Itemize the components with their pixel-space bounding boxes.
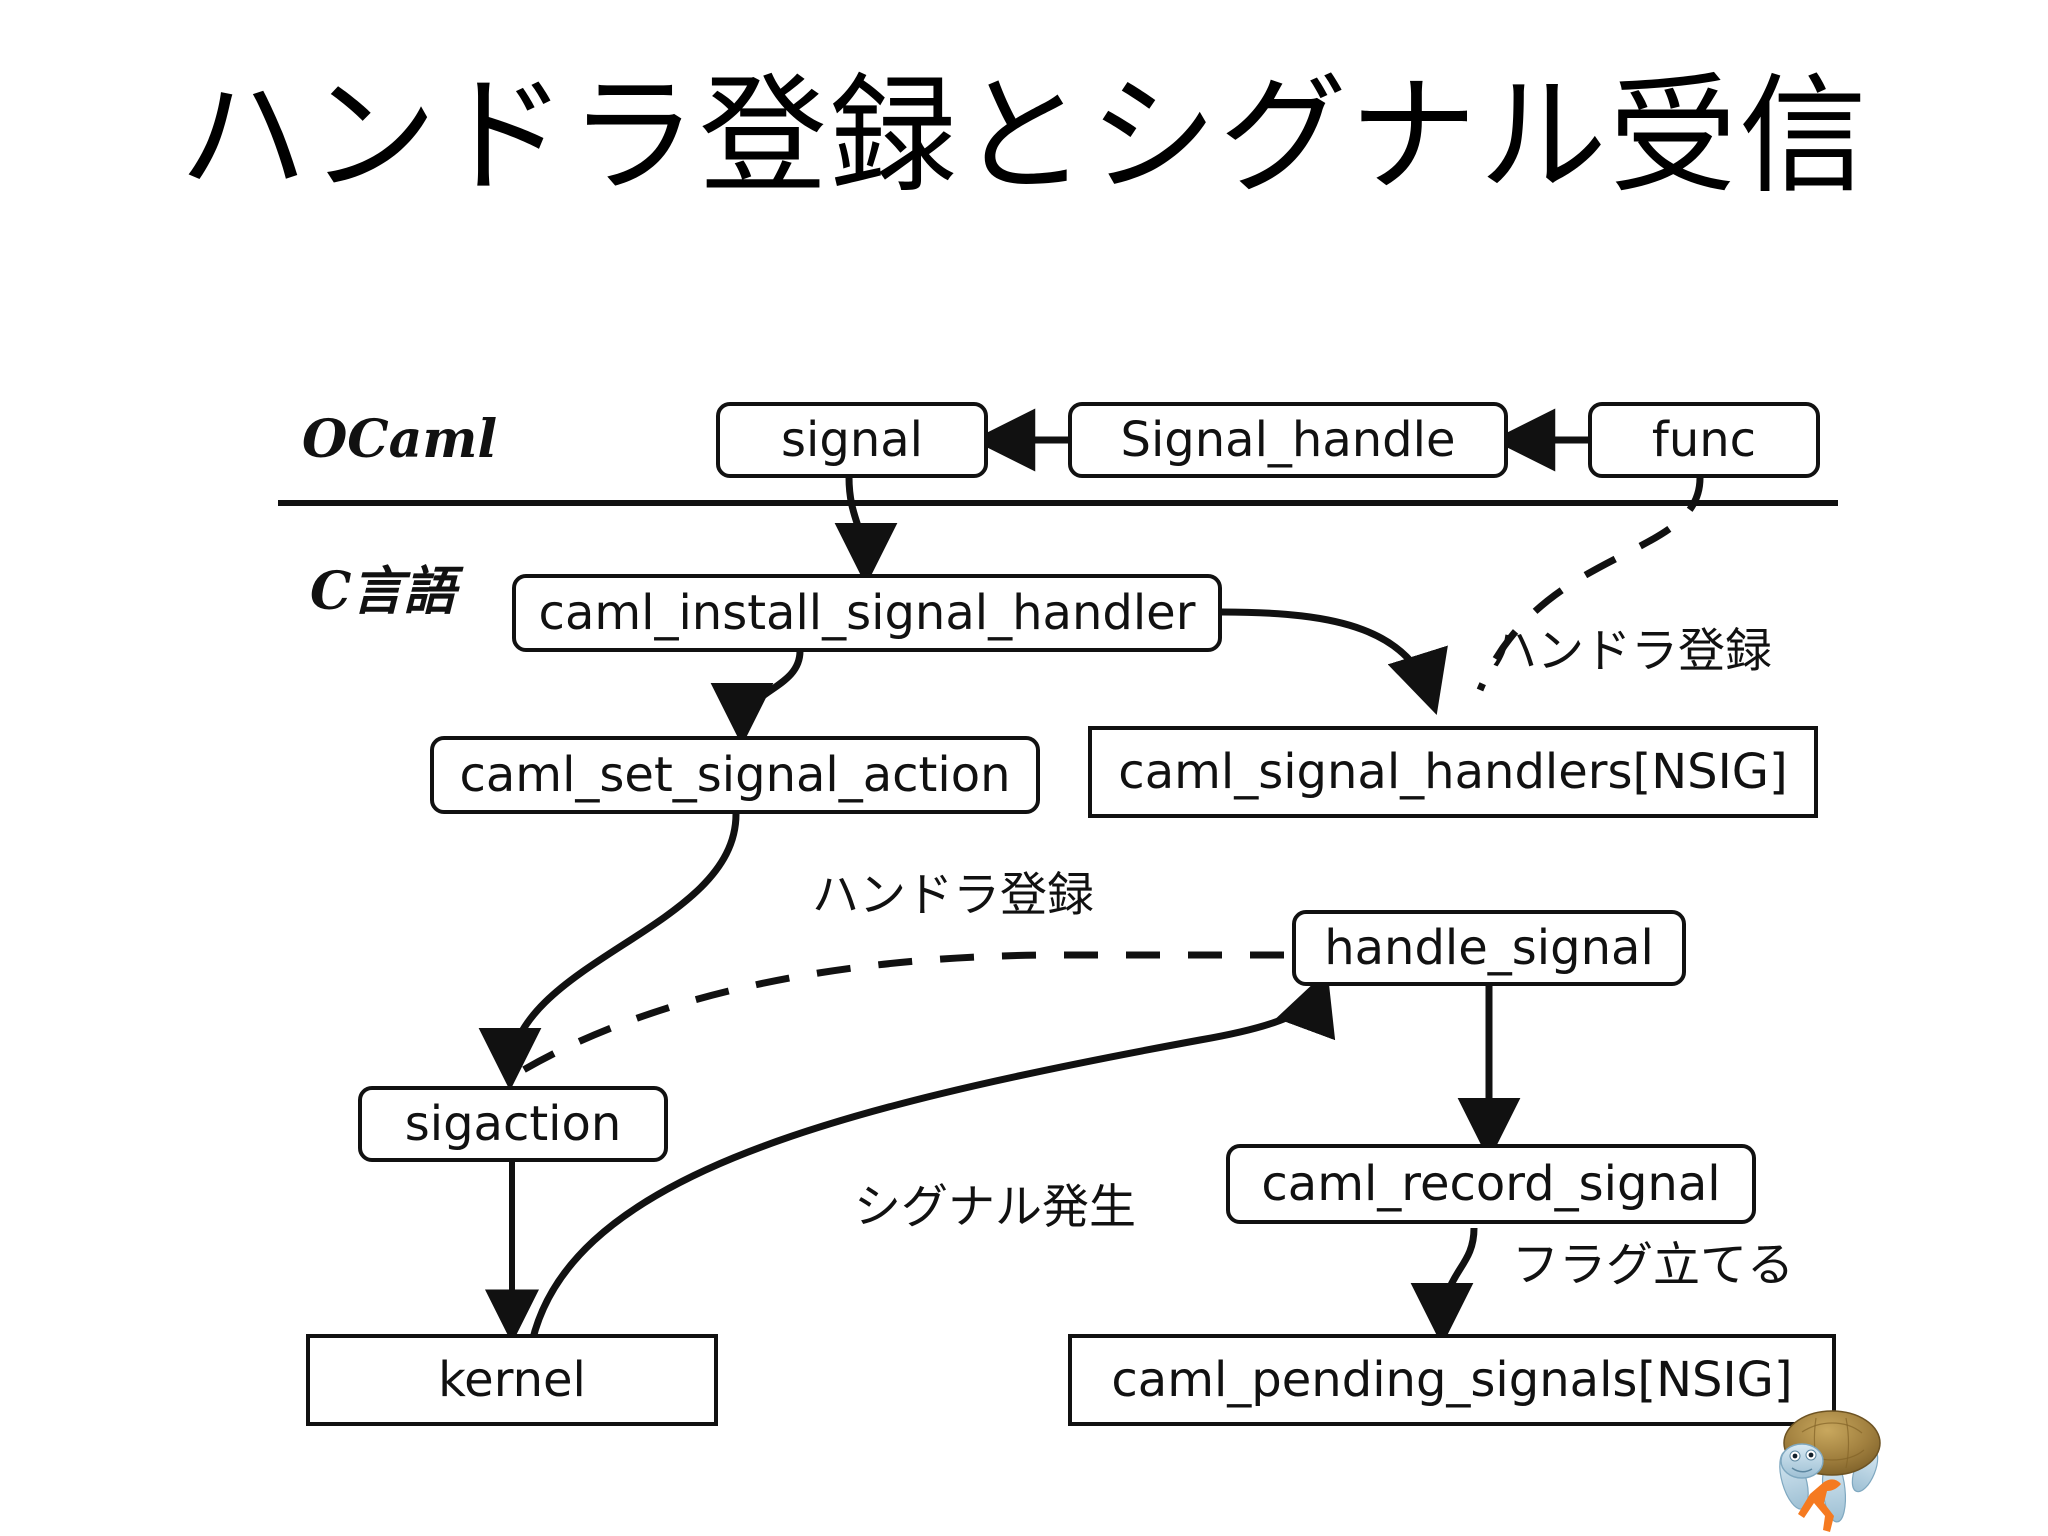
- node-caml-install-signal-handler[interactable]: caml_install_signal_handler: [512, 574, 1222, 652]
- node-kernel-label: kernel: [438, 1352, 586, 1408]
- edge-handle-signal-to-sigaction-dashed: [508, 951, 1284, 1081]
- edge-caml-install-to-handlers: [1221, 608, 1448, 716]
- edge-caml-install-to-set-action: [710, 650, 804, 746]
- edge-note-register-handler-2: ハンドラ登録: [812, 868, 1094, 923]
- node-caml-signal-handlers-label: caml_signal_handlers[NSIG]: [1118, 744, 1788, 800]
- node-signal-label: signal: [781, 412, 923, 468]
- edge-note-register-handler-1: ハンドラ登録: [1490, 624, 1772, 679]
- node-caml-pending-signals-label: caml_pending_signals[NSIG]: [1111, 1352, 1793, 1408]
- edge-kernel-to-handle-signal: [526, 970, 1336, 1353]
- node-func[interactable]: func: [1588, 402, 1820, 478]
- node-caml-record-signal[interactable]: caml_record_signal: [1226, 1144, 1756, 1224]
- node-func-label: func: [1651, 412, 1757, 468]
- node-caml-signal-handlers[interactable]: caml_signal_handlers[NSIG]: [1088, 726, 1818, 818]
- layer-label-c: C言語: [310, 561, 456, 622]
- layer-label-ocaml: OCaml: [302, 409, 498, 470]
- node-signal-handle-label: Signal_handle: [1120, 412, 1456, 468]
- node-caml-set-signal-action[interactable]: caml_set_signal_action: [430, 736, 1040, 814]
- node-sigaction-label: sigaction: [404, 1096, 622, 1152]
- edge-note-set-flag: フラグ立てる: [1512, 1238, 1794, 1293]
- edge-record-signal-to-pending-signals: [1410, 1227, 1478, 1346]
- edge-set-action-to-sigaction: [478, 813, 740, 1091]
- edge-note-signal-raised: シグナル発生: [854, 1180, 1136, 1235]
- node-caml-pending-signals[interactable]: caml_pending_signals[NSIG]: [1068, 1334, 1836, 1426]
- page-title: ハンドラ登録とシグナル受信: [178, 66, 1869, 208]
- node-signal[interactable]: signal: [716, 402, 988, 478]
- node-caml-install-signal-handler-label: caml_install_signal_handler: [538, 585, 1196, 641]
- node-handle-signal-label: handle_signal: [1324, 920, 1654, 976]
- node-signal-handle[interactable]: Signal_handle: [1068, 402, 1508, 478]
- ocaml-turtle-mascot-icon: [1779, 1410, 1881, 1532]
- edge-func-to-handlers-dashed: [1476, 477, 1704, 692]
- node-caml-set-signal-action-label: caml_set_signal_action: [459, 747, 1011, 803]
- node-kernel[interactable]: kernel: [306, 1334, 718, 1426]
- node-handle-signal[interactable]: handle_signal: [1292, 910, 1686, 986]
- node-sigaction[interactable]: sigaction: [358, 1086, 668, 1162]
- edge-signal-to-caml-install: [834, 476, 898, 586]
- node-caml-record-signal-label: caml_record_signal: [1261, 1156, 1721, 1212]
